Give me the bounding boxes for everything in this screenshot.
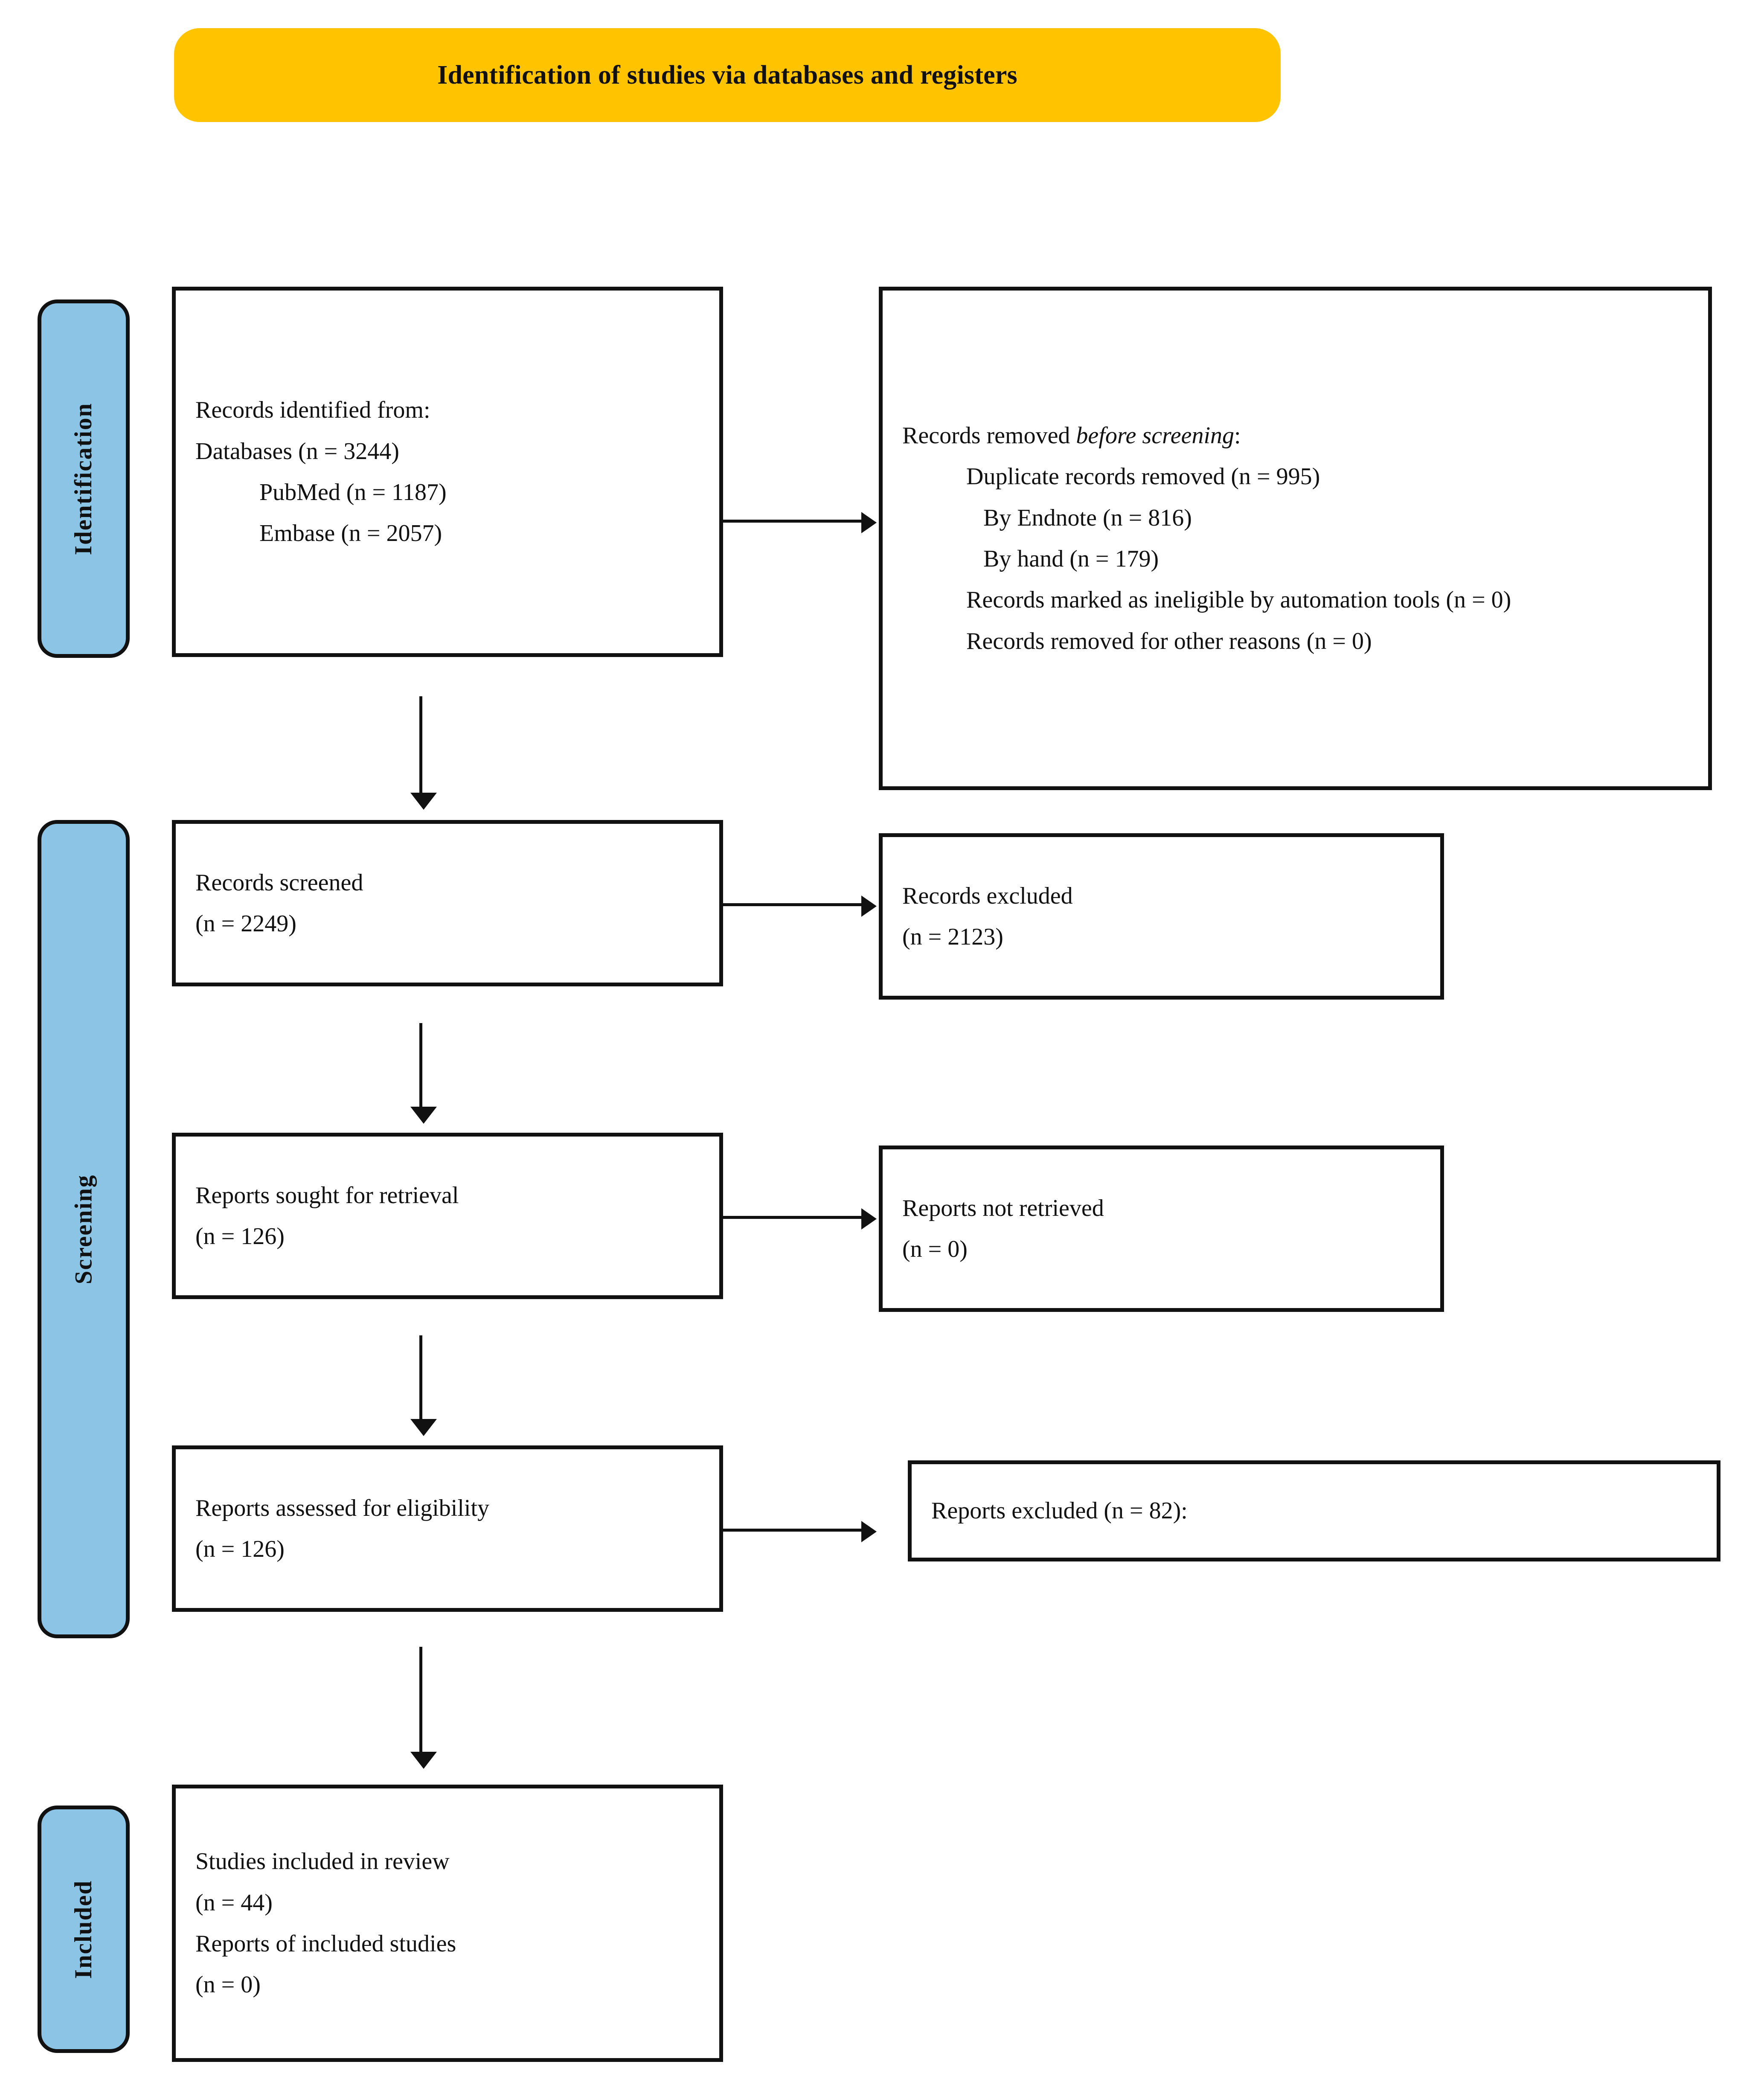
records-screened-count: (n = 2249) [195,910,296,937]
box-reports-excluded: Reports excluded (n = 82): [908,1460,1720,1561]
studies-included-count: (n = 44) [195,1889,273,1916]
records-removed-endnote: By Endnote (n = 816) [983,504,1192,531]
reports-not-retrieved-title: Reports not retrieved [902,1195,1104,1221]
stage-label-identification: Identification [70,402,97,555]
box-reports-assessed-body: Reports assessed for eligibility (n = 12… [176,1488,719,1570]
stage-label-screening: Screening [70,1174,97,1284]
records-removed-other: Records removed for other reasons (n = 0… [966,628,1372,654]
records-identified-pubmed: PubMed (n = 1187) [259,479,447,506]
records-identified-embase: Embase (n = 2057) [259,520,442,547]
arrow-identified-to-removed [723,512,877,533]
box-records-excluded-body: Records excluded (n = 2123) [883,875,1440,958]
records-removed-title-italic: before screening [1076,422,1235,449]
stage-label-included: Included [70,1880,97,1979]
reports-excluded-title: Reports excluded (n = 82): [931,1497,1188,1524]
box-records-removed: Records removed before screening: Duplic… [879,287,1712,790]
reports-of-included-title: Reports of included studies [195,1931,456,1957]
reports-assessed-title: Reports assessed for eligibility [195,1494,490,1521]
stage-bar-screening: Screening [38,820,130,1638]
box-studies-included-body: Studies included in review (n = 44) Repo… [176,1841,719,2005]
reports-of-included-count: (n = 0) [195,1971,261,1998]
reports-not-retrieved-count: (n = 0) [902,1236,968,1262]
box-records-screened-body: Records screened (n = 2249) [176,862,719,945]
box-reports-assessed: Reports assessed for eligibility (n = 12… [172,1445,723,1612]
box-reports-sought: Reports sought for retrieval (n = 126) [172,1133,723,1299]
box-records-identified-body: Records identified from: Databases (n = … [176,390,719,554]
arrow-assessed-to-included [410,1647,437,1769]
box-records-screened: Records screened (n = 2249) [172,820,723,986]
box-reports-not-retrieved-body: Reports not retrieved (n = 0) [883,1188,1440,1270]
records-removed-title-colon: : [1234,422,1241,449]
records-screened-title: Records screened [195,869,363,896]
studies-included-title: Studies included in review [195,1848,450,1875]
arrow-identified-to-screened [410,696,437,810]
records-removed-automation: Records marked as ineligible by automati… [966,587,1511,613]
box-records-removed-body: Records removed before screening: Duplic… [883,415,1708,662]
records-identified-databases: Databases (n = 3244) [195,438,399,465]
box-reports-sought-body: Reports sought for retrieval (n = 126) [176,1175,719,1257]
reports-assessed-count: (n = 126) [195,1536,285,1562]
arrow-sought-to-assessed [410,1335,437,1436]
box-records-excluded: Records excluded (n = 2123) [879,833,1444,1000]
stage-bar-included: Included [38,1806,130,2053]
arrow-assessed-to-excluded [723,1521,877,1542]
arrow-screened-to-excluded [723,896,877,917]
reports-sought-count: (n = 126) [195,1223,285,1250]
records-removed-byhand: By hand (n = 179) [983,546,1159,572]
records-removed-title-plain: Records removed [902,422,1076,449]
stage-bar-identification: Identification [38,299,130,658]
arrow-sought-to-not-retrieved [723,1208,877,1230]
diagram-header-banner: Identification of studies via databases … [174,28,1281,122]
records-removed-duplicates: Duplicate records removed (n = 995) [966,463,1320,490]
records-excluded-title: Records excluded [902,882,1073,909]
box-studies-included: Studies included in review (n = 44) Repo… [172,1785,723,2062]
box-records-identified: Records identified from: Databases (n = … [172,287,723,657]
records-excluded-count: (n = 2123) [902,924,1003,950]
box-reports-not-retrieved: Reports not retrieved (n = 0) [879,1146,1444,1312]
records-removed-title: Records removed before screening: [902,415,1688,456]
reports-sought-title: Reports sought for retrieval [195,1182,459,1209]
box-reports-excluded-body: Reports excluded (n = 82): [912,1490,1717,1531]
arrow-screened-to-sought [410,1023,437,1124]
records-identified-title: Records identified from: [195,397,430,424]
diagram-header-title: Identification of studies via databases … [437,60,1017,90]
